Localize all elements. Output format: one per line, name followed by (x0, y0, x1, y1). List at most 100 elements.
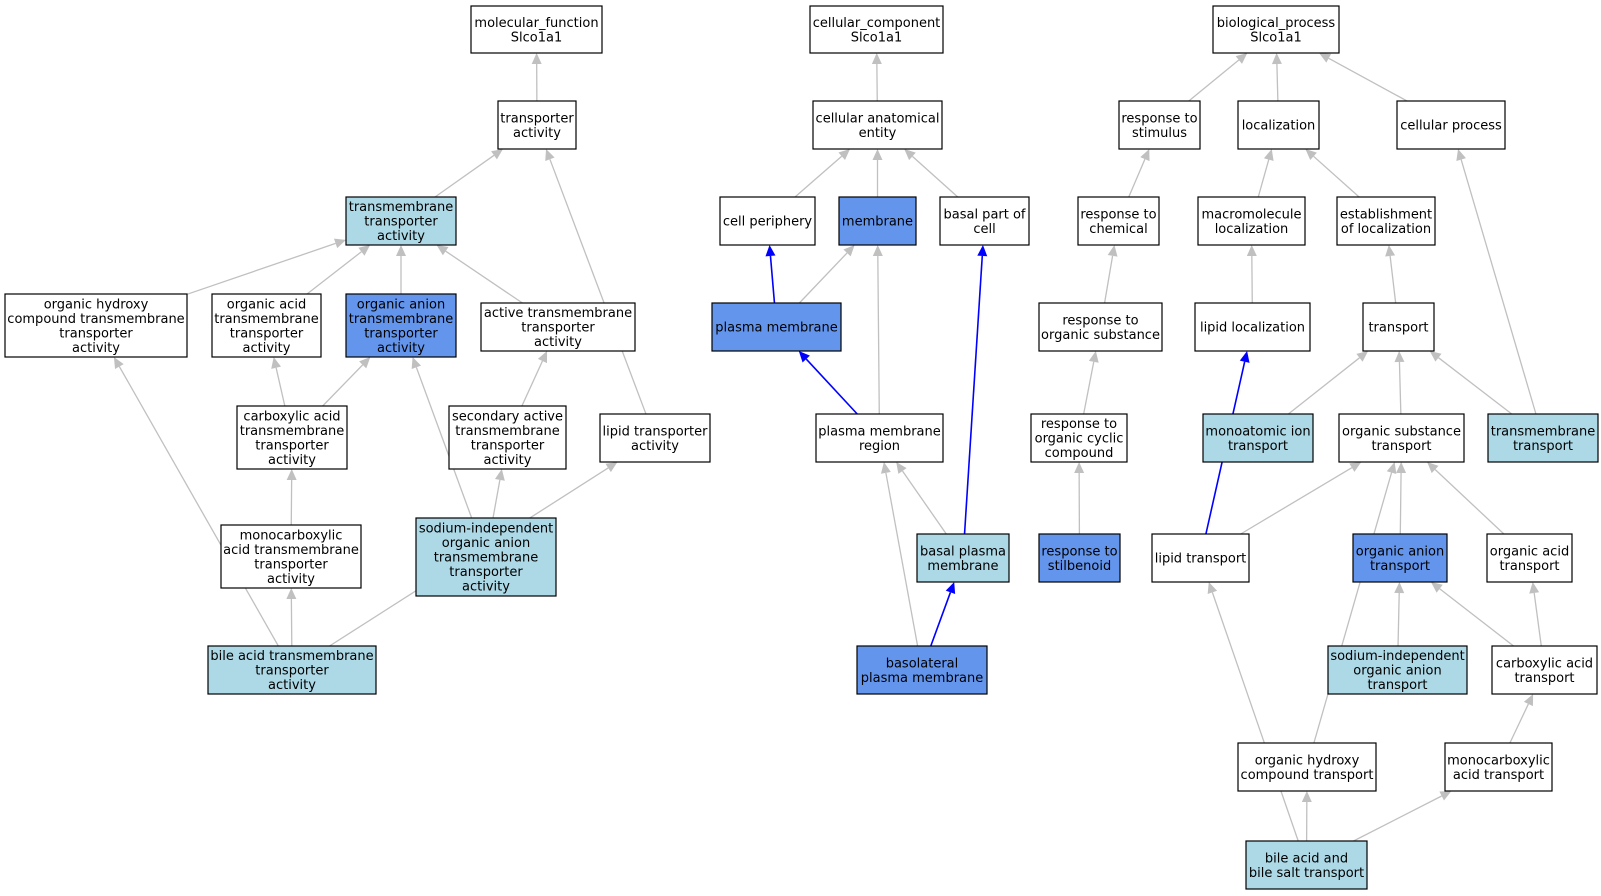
go-term-box (916, 533, 1010, 583)
go-term-box (480, 302, 636, 352)
go-term-node-mf-org-anion[interactable]: organic aniontransmembranetransporteract… (345, 293, 457, 358)
go-term-box (1362, 302, 1435, 352)
arrowhead (1386, 462, 1397, 474)
go-term-label-line: basolateral (886, 656, 959, 671)
edge-line (1083, 361, 1095, 415)
arrowhead (537, 351, 548, 364)
go-term-node-mf-org-acid[interactable]: organic acidtransmembranetransporteracti… (211, 293, 322, 358)
go-term-box (1212, 5, 1340, 54)
go-term-label-line: response to (1041, 544, 1117, 559)
arrowhead (896, 462, 907, 474)
edge-mf-bile-to-mf-monocarb (286, 588, 297, 647)
edge-mf-sodium-to-mf-org-anion (411, 357, 473, 519)
go-term-box (211, 293, 322, 358)
go-term-node-bp-localization[interactable]: localization (1237, 100, 1320, 150)
go-term-node-bp-lipid-loc[interactable]: lipid localization (1194, 302, 1311, 352)
edge-line (963, 255, 984, 535)
edge-bp-organic-sub-to-bp-chemical (1103, 245, 1118, 304)
edge-line (492, 479, 501, 519)
go-term-label-line: of localization (1341, 222, 1431, 237)
arrowhead (1523, 694, 1534, 707)
arrowhead (1263, 149, 1274, 161)
edge-line (1434, 469, 1505, 535)
go-term-node-cc-periph[interactable]: cell periphery (719, 196, 816, 246)
go-term-node-mf-bile[interactable]: bile acid transmembranetransporteractivi… (207, 645, 377, 695)
go-term-label-line: region (859, 439, 900, 454)
edge-mf-carboxylic-to-mf-org-anion (322, 357, 371, 407)
edge-bp-tm-tr-to-bp-transport (1429, 351, 1513, 415)
edge-mf-org-hydroxy-to-mf-tm (186, 238, 346, 295)
edge-mf-secondary-to-mf-active-tm (521, 351, 548, 407)
go-term-node-mf-carboxylic[interactable]: carboxylic acidtransmembranetransportera… (236, 405, 348, 470)
go-term-node-cc-membrane[interactable]: membrane (838, 196, 917, 246)
go-term-label-line: Slco1a1 (511, 30, 562, 45)
go-term-node-bp-lipid-tr[interactable]: lipid transport (1151, 533, 1250, 583)
edge-line (1276, 63, 1279, 102)
edge-mf-tm-to-mf-transporter (434, 149, 503, 198)
go-term-label-line: entity (859, 126, 897, 141)
edge-mf-lipid-tr-to-mf-transporter (545, 149, 647, 415)
go-term-box (1151, 533, 1250, 583)
arrowhead (1349, 462, 1362, 472)
go-term-label-line: transport (1368, 321, 1428, 336)
arrowhead (286, 469, 297, 481)
go-term-label-line: membrane (927, 559, 998, 574)
go-term-box (1237, 100, 1320, 150)
go-term-label-line: transmembrane (349, 200, 454, 215)
arrowhead (1246, 245, 1257, 257)
go-term-node-mf-secondary[interactable]: secondary activetransmembranetransporter… (448, 405, 567, 470)
go-term-label-line: organic anion (357, 297, 445, 312)
edge-line (521, 360, 544, 407)
edge-bp-bile-tr-to-bp-monocarb-tr (1353, 791, 1452, 842)
go-term-box (345, 196, 457, 246)
arrowhead (872, 149, 883, 160)
go-term-node-cc-plasma[interactable]: plasma membrane (711, 302, 842, 352)
go-term-label-line: activity (484, 453, 532, 468)
edge-bp-chemical-to-bp-stimulus (1128, 149, 1150, 198)
go-term-node-bp-cellular[interactable]: cellular process (1396, 100, 1506, 150)
go-term-box (470, 5, 603, 54)
go-term-box (711, 302, 842, 352)
edge-line (1439, 588, 1514, 647)
go-term-node-bp-transport[interactable]: transport (1362, 302, 1435, 352)
arrowhead (358, 245, 371, 256)
go-term-label-line: transporter (255, 664, 329, 679)
arrowhead (1385, 245, 1396, 257)
arrowhead (1271, 53, 1282, 65)
edge-bp-carbox-tr-to-bp-org-acid-tr (1529, 582, 1542, 647)
edge-bp-cellular-to-bp-root (1319, 53, 1408, 102)
go-term-label-line: lipid transporter (603, 424, 709, 439)
